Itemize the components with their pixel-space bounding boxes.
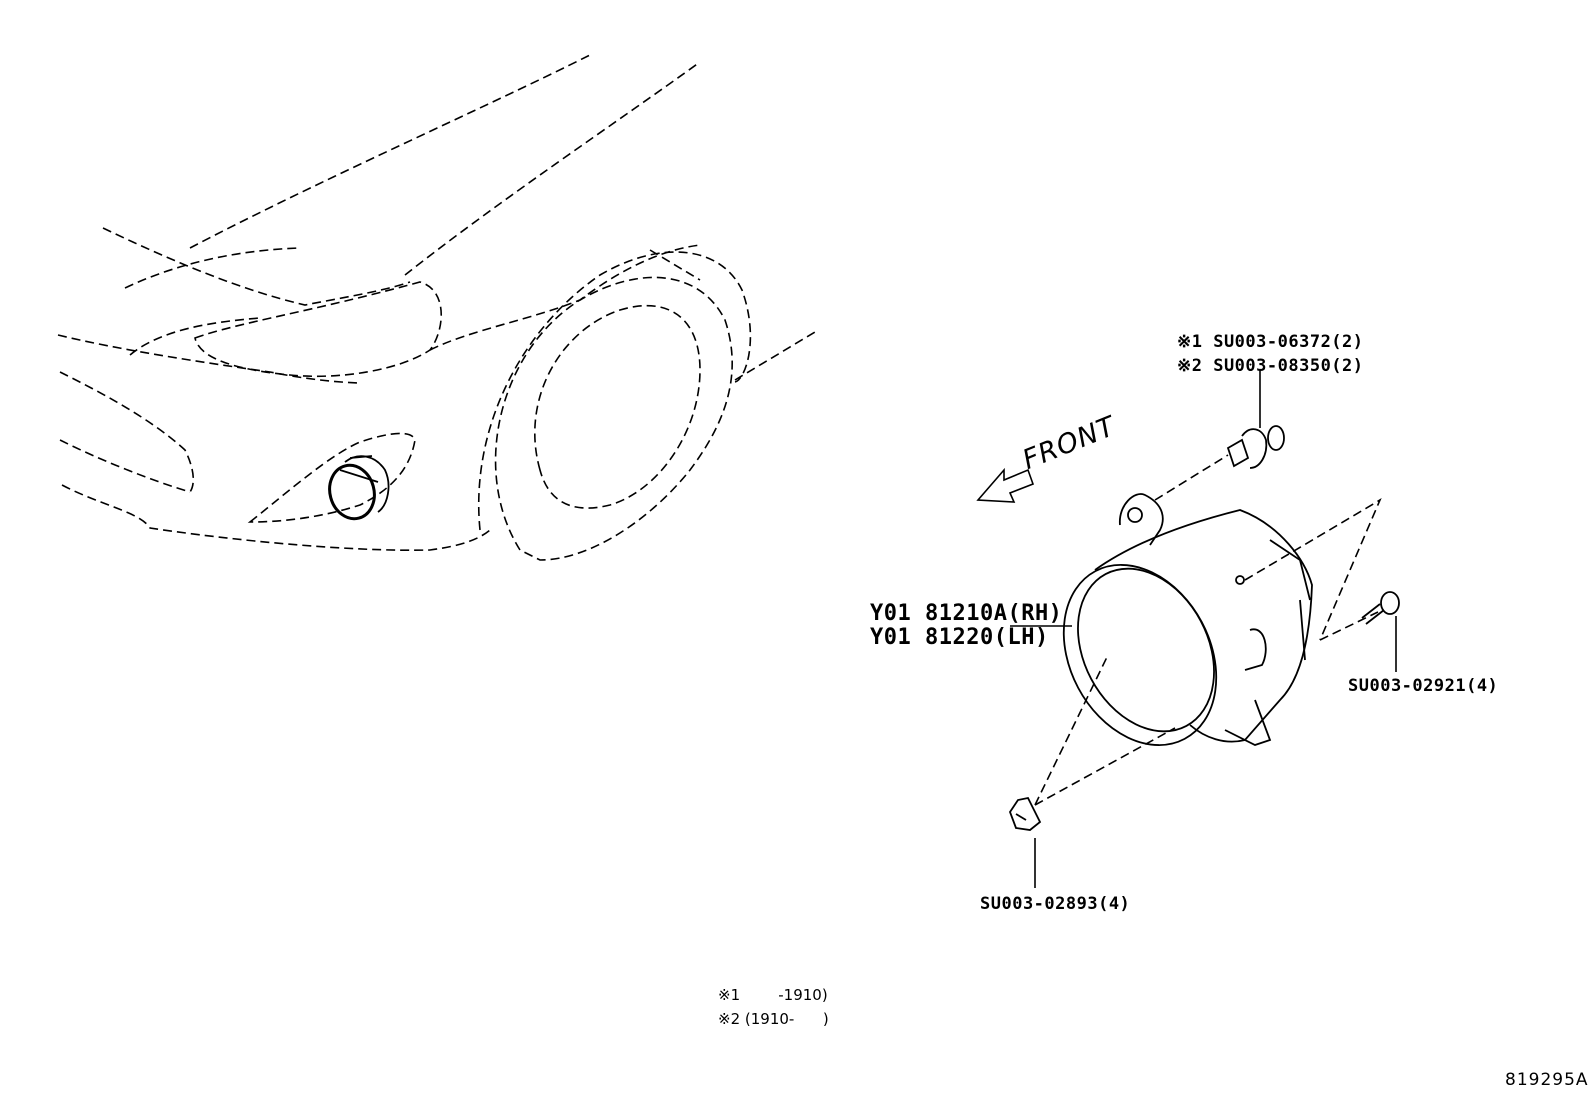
fog-lamp-part-rh: Y01 81210A(RH) (870, 601, 1063, 626)
hood-line (189, 54, 591, 249)
clip-leader-2 (1034, 727, 1176, 806)
headlamp-outline-2 (129, 317, 261, 356)
clip-part-number: SU003-02893(4) (980, 894, 1131, 914)
figure-code: 819295A (1505, 1070, 1589, 1090)
bolt-leader-b (1319, 611, 1379, 641)
bumper-front (59, 371, 195, 493)
hood-left-edge-2 (124, 247, 301, 289)
bolt-part (1361, 591, 1400, 625)
fog-lamp-part-lh: Y01 81220(LH) (870, 625, 1049, 650)
clip-leader (1034, 654, 1109, 806)
screw-leader (1154, 454, 1229, 501)
fender-line (429, 244, 701, 351)
screw-part-number-2: ※2 SU003-08350(2) (1177, 356, 1364, 376)
bolt-leader-a (1244, 498, 1382, 641)
hood-line-2 (404, 61, 701, 276)
wheel-outline (534, 304, 701, 509)
wheel-arch-inner (494, 276, 733, 561)
fog-lamp-assembly (1062, 493, 1313, 746)
variant-note-1: ※1 -1910) (718, 986, 828, 1004)
bumper-lower (59, 439, 191, 493)
rocker-line (734, 331, 816, 381)
screw-part (1226, 425, 1285, 469)
fender-top (649, 249, 701, 281)
fog-bezel (247, 432, 416, 523)
front-arrow-icon (976, 467, 1035, 503)
bolt-part-number: SU003-02921(4) (1348, 676, 1499, 696)
hood-left-edge (102, 227, 411, 306)
wheel-arch-outer (478, 251, 752, 531)
bumper-upper (57, 334, 361, 384)
screw-part-number-1: ※1 SU003-06372(2) (1177, 332, 1364, 352)
variant-note-2: ※2 (1910- ) (718, 1010, 829, 1028)
bumper-bottom (61, 484, 491, 552)
fog-lamp-on-car (328, 455, 390, 521)
headlamp-outline (194, 281, 442, 378)
clip-part (1008, 796, 1042, 831)
